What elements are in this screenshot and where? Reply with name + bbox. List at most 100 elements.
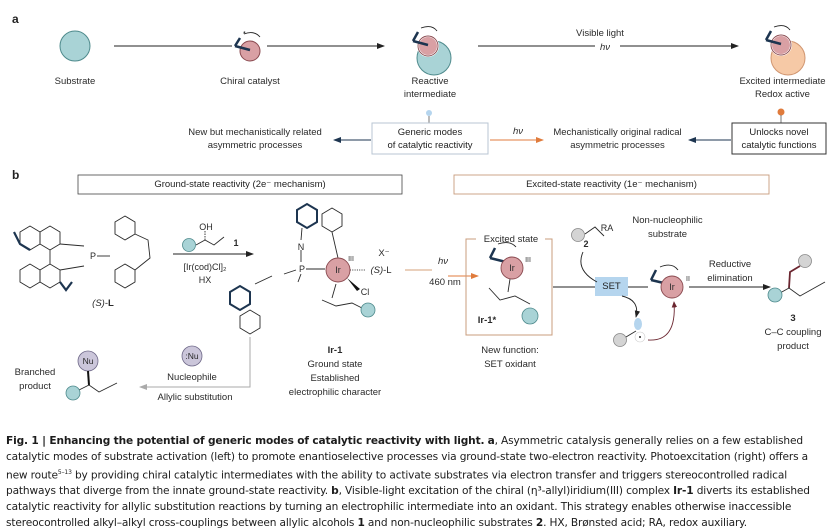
caption-ir1: Ir-1: [673, 485, 694, 498]
excited-ir-name: Ir-1*: [477, 315, 497, 326]
ir2-structure: [649, 264, 684, 299]
branched-substrate-circle: [65, 385, 81, 401]
orange-pin: [777, 108, 785, 116]
caption-b-text-2: diverts its established catalytic reacti…: [6, 485, 810, 529]
caption-b-text-4: . HX, Brønsted acid; RA, redox auxiliary…: [543, 516, 748, 529]
excited-state-title: Excited state: [483, 234, 539, 245]
product3-label-2: product: [777, 341, 809, 352]
ir1-metal: Ir: [335, 265, 341, 275]
ir1-ligand: (S)-L: [370, 265, 392, 276]
product3-number: 3: [790, 313, 796, 324]
caption-a-text: , Asymmetric catalysis generally relies …: [6, 435, 809, 482]
product3-substrate-circle: [767, 287, 783, 303]
diagram-canvas: *: [13, 25, 827, 401]
label-mechanistically-original: Mechanistically original radical asymmet…: [553, 127, 682, 151]
reductive-label-1: Reductive: [708, 259, 752, 270]
excited-ir-ox: III: [525, 257, 531, 264]
excited-state-header-box: [453, 174, 770, 195]
substrate2-number: 2: [583, 239, 589, 249]
allylic-substitution-arrow: [139, 337, 251, 390]
unlocks-novel-label: Unlocks novel catalytic functions: [741, 126, 817, 151]
excited-intermediate-icon: [764, 25, 806, 76]
ir1-cl: Cl: [360, 287, 370, 297]
ligand-p-label: P: [89, 251, 96, 261]
nucleophile-label: Nucleophile: [167, 372, 217, 383]
unlocks-box: [731, 122, 827, 155]
excited-state-header: Excited-state reactivity (1e⁻ mechanism): [526, 179, 697, 190]
substrate-circle: [59, 30, 91, 62]
reagent-number: 1: [233, 238, 239, 248]
figure-caption: Fig. 1 | Enhancing the potential of gene…: [6, 434, 832, 531]
caption-b-text-3: and non-nucleophilic substrates: [364, 516, 536, 529]
label-chiral-catalyst: Chiral catalyst: [220, 76, 280, 87]
excited-ir-metal: Ir: [509, 263, 515, 273]
ir1-n: N: [297, 242, 305, 252]
allylic-substitution-label: Allylic substitution: [157, 392, 233, 403]
branched-nu-symbol: Nu: [82, 356, 94, 366]
reagent-substrate-circle: [182, 238, 196, 252]
panel-a-letter: a: [12, 12, 19, 26]
caption-a-text-2: by providing chiral catalytic intermedia…: [6, 469, 787, 498]
new-function-2: SET oxidant: [484, 359, 536, 370]
radical-circle: [613, 333, 627, 347]
reactive-intermediate-icon: [411, 26, 452, 76]
substrate2-circle: [571, 228, 585, 242]
excitation-wavelength: 460 nm: [429, 277, 461, 288]
ir1-metal-circle: [325, 257, 351, 283]
ground-state-header-box: [77, 174, 403, 195]
reagent-acid: HX: [198, 275, 212, 285]
substrate2-ra: RA: [600, 223, 614, 233]
set-box: [595, 277, 628, 296]
caption-b-text: , Visible-light excitation of the chiral…: [338, 485, 674, 498]
excited-ir-structure: [488, 242, 539, 325]
excited-state-bracket: [465, 238, 553, 336]
generic-modes-label: Generic modes of catalytic reactivity: [387, 126, 473, 151]
ir1-substrate-circle: [360, 302, 376, 318]
excitation-hv: hν: [437, 256, 449, 267]
ir1-structure: [229, 202, 363, 335]
ir1-name: Ir-1: [327, 345, 343, 356]
substrate2-desc-2: substrate: [647, 229, 688, 240]
ir1-desc-3: electrophilic character: [288, 387, 382, 398]
ligand-label: (S)-L: [92, 298, 114, 309]
product3-label-1: C–C coupling: [764, 327, 822, 338]
product3-top-circle: [798, 254, 812, 268]
ligand-structure: [13, 215, 151, 292]
label-visible-light: Visible light: [576, 28, 624, 39]
caption-compound-2: 2: [535, 516, 544, 529]
label-substrate: Substrate: [54, 76, 96, 87]
ground-state-header: Ground-state reactivity (2e⁻ mechanism): [154, 179, 326, 190]
ir2-metal: Ir: [669, 282, 675, 292]
reagent-oh: OH: [199, 222, 213, 232]
caption-b-letter: b: [331, 485, 339, 498]
radical-to-ir-arrow: [647, 301, 678, 341]
substrate2-curve: [580, 251, 598, 283]
generic-modes-box: [371, 122, 489, 155]
label-reactive-intermediate: Reactive intermediate: [403, 76, 457, 100]
label-mechanistically-related: New but mechanistically related asymmetr…: [188, 127, 322, 151]
caption-compound-1: 1: [357, 516, 365, 529]
nucleophile-symbol: :Nu: [185, 351, 199, 361]
label-hv-top: hν: [599, 42, 611, 53]
ir1-desc-2: Established: [310, 373, 360, 384]
blue-pin: [426, 110, 432, 116]
set-label: SET: [602, 281, 621, 292]
ir1-counterion: X⁻: [378, 248, 390, 259]
ir1-p: P: [298, 264, 305, 274]
caption-title: Fig. 1 | Enhancing the potential of gene…: [6, 435, 485, 447]
ir1-ox-state: III: [348, 256, 354, 263]
caption-ref: 5–13: [57, 469, 72, 477]
branched-label-1: Branched: [14, 367, 56, 378]
chiral-catalyst-icon: *: [233, 31, 261, 62]
reductive-label-2: elimination: [707, 273, 753, 284]
caption-a-letter: a: [487, 435, 495, 447]
label-hv-middle: hν: [512, 126, 524, 137]
set-to-radical-arrow: [621, 295, 641, 318]
reagent-catalyst: [Ir(cod)Cl]₂: [183, 262, 227, 272]
branched-label-2: product: [19, 381, 51, 392]
panel-b-letter: b: [12, 168, 20, 182]
ir2-ox: II: [686, 276, 690, 283]
ir1-desc-1: Ground state: [307, 359, 363, 370]
substrate2-desc-1: Non-nucleophilic: [632, 215, 703, 226]
label-excited-intermediate: Excited intermediate Redox active: [739, 76, 826, 100]
